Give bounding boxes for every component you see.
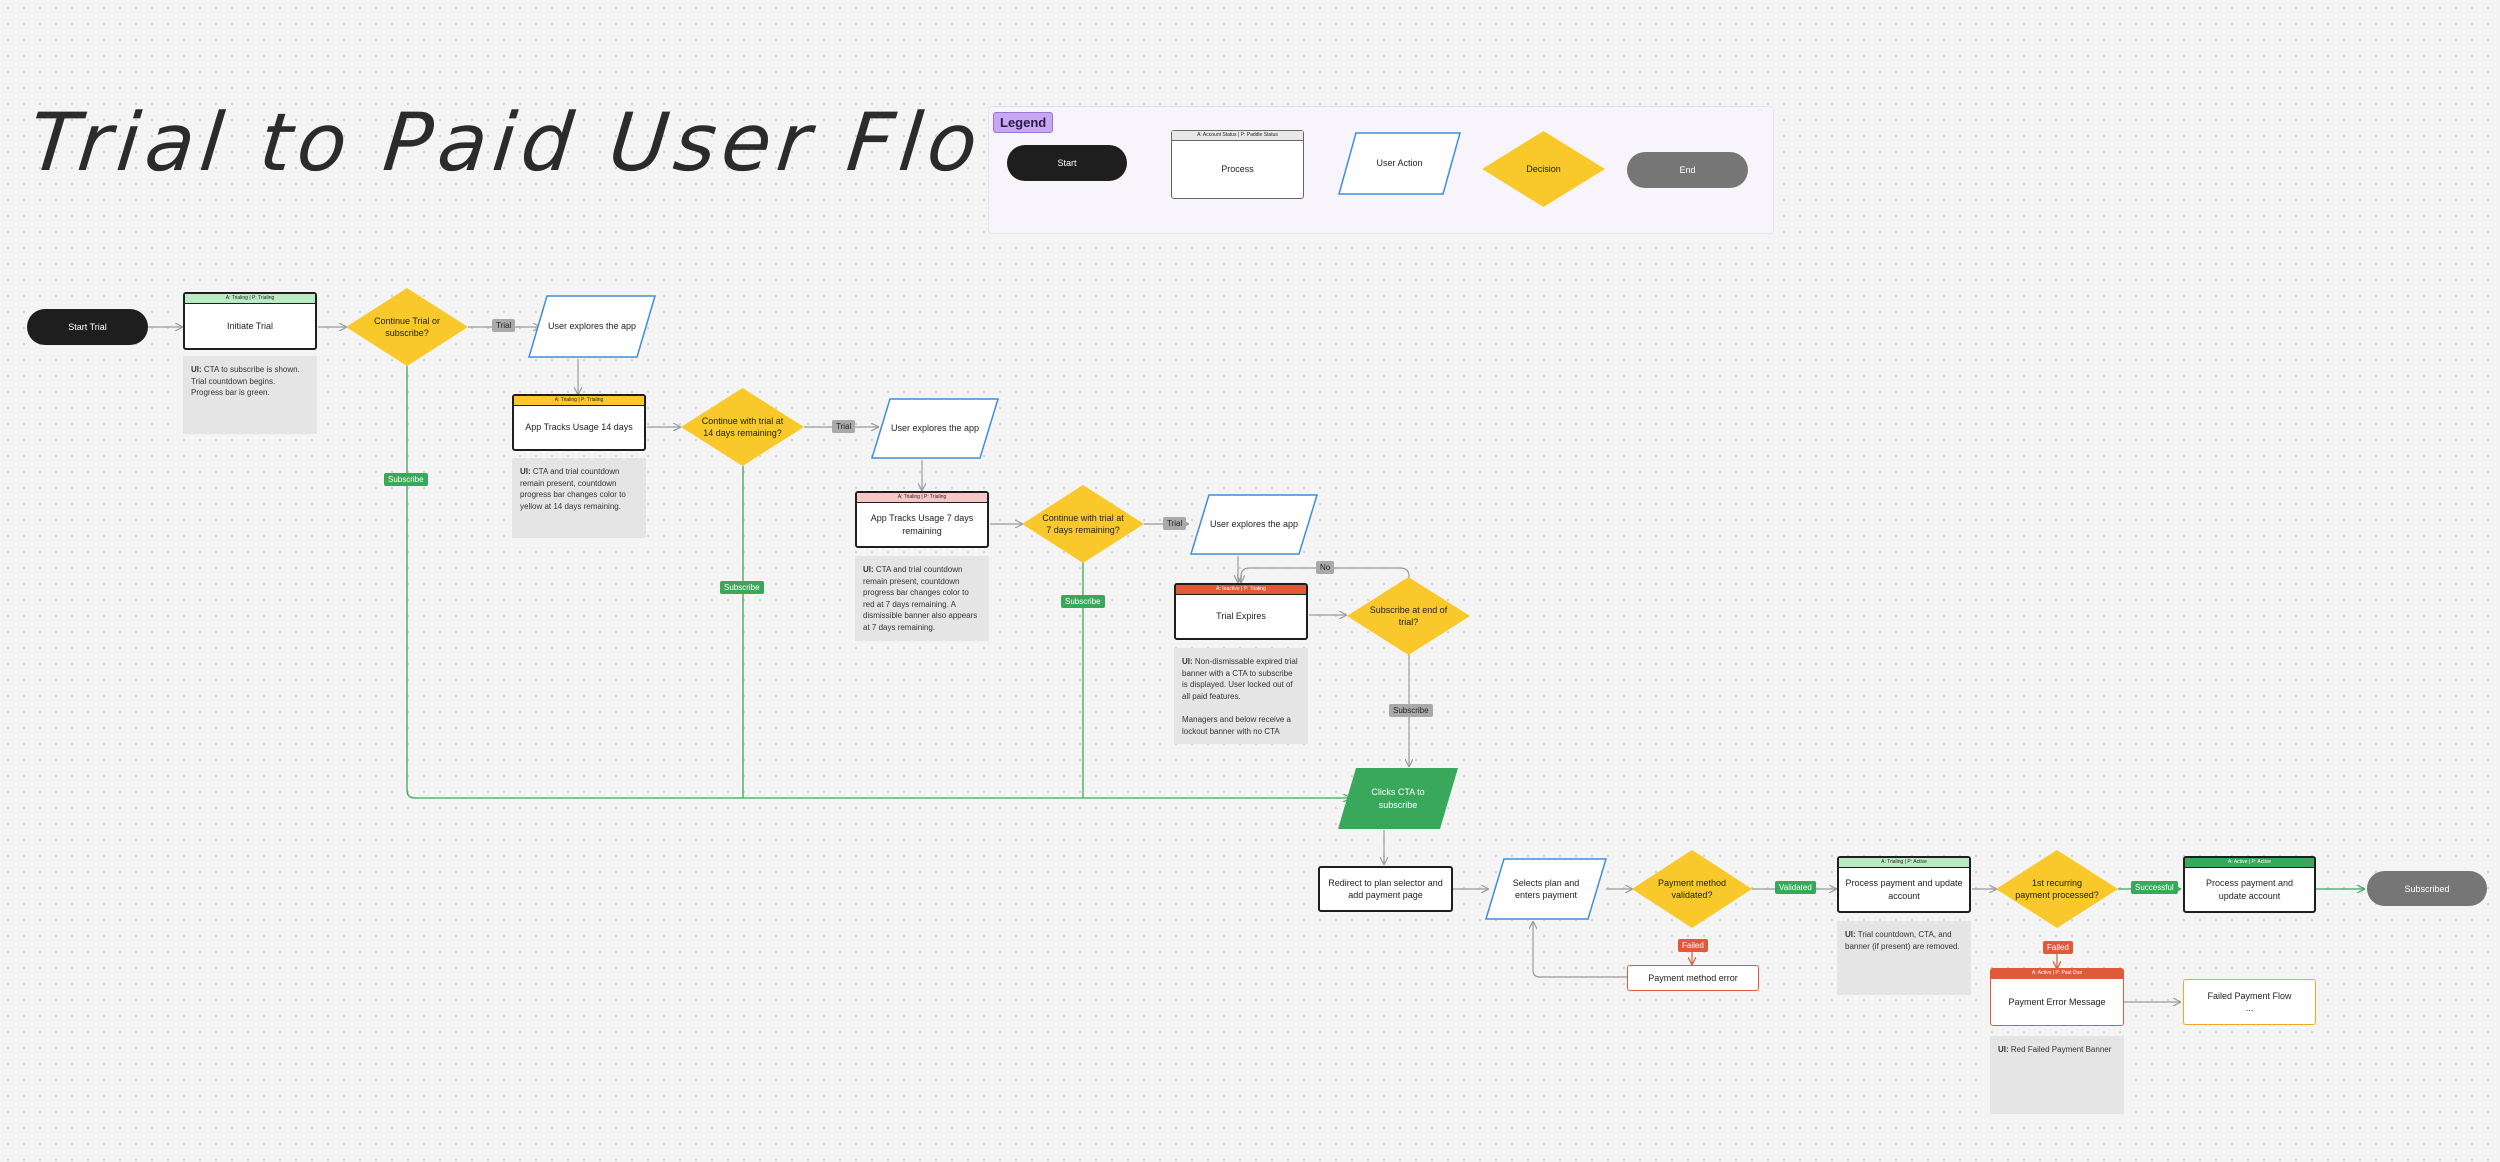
page-title: Trial to Paid User Flow — [25, 96, 1060, 189]
legend-heading: Legend — [993, 112, 1054, 133]
redirect-label: Redirect to plan selector and add paymen… — [1328, 877, 1443, 900]
usage-7-header: A: Trialing | P: Trialing — [857, 493, 987, 503]
decision-continue-trial-label: Continue Trial or subscribe? — [373, 315, 441, 338]
legend-end: End — [1627, 152, 1748, 188]
note-usage-14: UI: CTA and trial countdown remain prese… — [512, 458, 646, 538]
legend-decision-label: Decision — [1526, 163, 1561, 174]
note-process-payment-1: UI: Trial countdown, CTA, and banner (if… — [1837, 921, 1971, 995]
label-trial-1: Trial — [492, 319, 516, 332]
initiate-trial-label: Initiate Trial — [226, 320, 274, 331]
payment-error-header: A: Active | P: Past Due — [1991, 969, 2123, 979]
edge-error-back — [1533, 922, 1628, 978]
note-initiate-trial: UI: CTA to subscribe is shown. Trial cou… — [183, 356, 317, 434]
legend-process-label: Process — [1221, 164, 1254, 175]
label-no: No — [1316, 561, 1335, 574]
payment-error-message-node: A: Active | P: Past Due Payment Error Me… — [1990, 968, 2124, 1026]
process-payment-2-label: Process payment and update account — [2205, 878, 2294, 901]
trial-expires-header: A: Inactive | P: Trialing — [1176, 585, 1306, 595]
user-explores-1: User explores the app — [528, 295, 656, 358]
label-subscribe-1: Subscribe — [384, 473, 428, 486]
trial-expires-label: Trial Expires — [1216, 611, 1266, 622]
user-explores-2: User explores the app — [871, 398, 999, 459]
subscribed-end-node: Subscribed — [2367, 871, 2487, 906]
note-payment-error: UI: Red Failed Payment Banner — [1990, 1036, 2124, 1114]
process-payment-1-label: Process payment and update account — [1845, 878, 1963, 901]
note-usage-7: UI: CTA and trial countdown remain prese… — [855, 556, 989, 641]
redirect-node: Redirect to plan selector and add paymen… — [1318, 866, 1453, 912]
decision-continue-trial: Continue Trial or subscribe? — [346, 288, 468, 366]
process-payment-2-node: A: Active | P: Active Process payment an… — [2183, 856, 2316, 913]
failed-payment-flow-body: Failed Payment Flow ... — [2184, 980, 2315, 1024]
initiate-trial-node: A: Trialing | P: Trialing Initiate Trial — [183, 292, 317, 350]
user-explores-1-label: User explores the app — [547, 321, 637, 332]
failed-payment-flow-node: Failed Payment Flow ... — [2183, 979, 2316, 1025]
legend-start: Start — [1007, 145, 1127, 181]
user-explores-3: User explores the app — [1190, 494, 1318, 555]
label-failed-1: Failed — [1678, 939, 1708, 952]
note-trial-expires: UI: Non-dismissable expired trial banner… — [1174, 648, 1308, 744]
legend-decision: Decision — [1482, 131, 1605, 207]
decision-end-of-trial: Subscribe at end of trial? — [1347, 577, 1470, 655]
decision-7-days: Continue with trial at 7 days remaining? — [1022, 485, 1144, 563]
clicks-cta-node: Clicks CTA to subscribe — [1338, 768, 1458, 829]
decision-payment-validated: Payment method validated? — [1632, 850, 1752, 928]
decision-recurring-payment-label: 1st recurring payment processed? — [2015, 877, 2099, 900]
process-payment-2-header: A: Active | P: Active — [2185, 858, 2314, 868]
legend-process: A: Account Status | P: Paddle Status Pro… — [1171, 130, 1304, 199]
usage-14-node: A: Trialing | P: Trialing App Tracks Usa… — [512, 394, 646, 451]
legend-user-action-label: User Action — [1376, 158, 1423, 169]
payment-method-error-label: Payment method error — [1648, 972, 1738, 983]
start-trial-node: Start Trial — [27, 309, 148, 345]
usage-14-label: App Tracks Usage 14 days — [525, 422, 633, 433]
process-payment-1-header: A: Trialing | P: Active — [1839, 858, 1969, 868]
initiate-trial-header: A: Trialing | P: Trialing — [185, 294, 315, 304]
decision-payment-validated-label: Payment method validated? — [1657, 877, 1727, 900]
failed-payment-flow-label: Failed Payment Flow — [2207, 990, 2292, 1001]
label-subscribe-4: Subscribe — [1389, 704, 1433, 717]
decision-14-days-label: Continue with trial at 14 days remaining… — [701, 415, 784, 438]
user-explores-2-label: User explores the app — [890, 423, 980, 434]
decision-14-days: Continue with trial at 14 days remaining… — [681, 388, 804, 466]
usage-7-node: A: Trialing | P: Trialing App Tracks Usa… — [855, 491, 989, 548]
label-failed-2: Failed — [2043, 941, 2073, 954]
payment-error-label: Payment Error Message — [2008, 996, 2106, 1007]
process-payment-1-node: A: Trialing | P: Active Process payment … — [1837, 856, 1971, 913]
payment-method-error-node: Payment method error — [1627, 965, 1759, 991]
label-trial-3: Trial — [1163, 517, 1187, 530]
user-explores-3-label: User explores the app — [1209, 519, 1299, 530]
clicks-cta-label: Clicks CTA to subscribe — [1371, 787, 1425, 810]
label-subscribe-3: Subscribe — [1061, 595, 1105, 608]
usage-7-label: App Tracks Usage 7 days remaining — [870, 513, 974, 536]
label-trial-2: Trial — [832, 420, 856, 433]
legend-process-header: A: Account Status | P: Paddle Status — [1172, 131, 1303, 141]
label-subscribe-2: Subscribe — [720, 581, 764, 594]
trial-expires-node: A: Inactive | P: Trialing Trial Expires — [1174, 583, 1308, 640]
decision-7-days-label: Continue with trial at 7 days remaining? — [1042, 512, 1124, 535]
decision-end-of-trial-label: Subscribe at end of trial? — [1369, 604, 1448, 627]
legend-user-action: User Action — [1338, 132, 1461, 195]
edge-subscribe1 — [406, 366, 1350, 798]
failed-payment-flow-ellipsis: ... — [2245, 1003, 2254, 1013]
selects-plan-label: Selects plan and enters payment — [1512, 877, 1580, 900]
selects-plan-node: Selects plan and enters payment — [1485, 858, 1607, 920]
decision-recurring-payment: 1st recurring payment processed? — [1996, 850, 2118, 928]
usage-14-header: A: Trialing | P: Trialing — [514, 396, 644, 406]
label-validated: Validated — [1775, 881, 1816, 894]
label-successful: Successful — [2131, 881, 2178, 894]
